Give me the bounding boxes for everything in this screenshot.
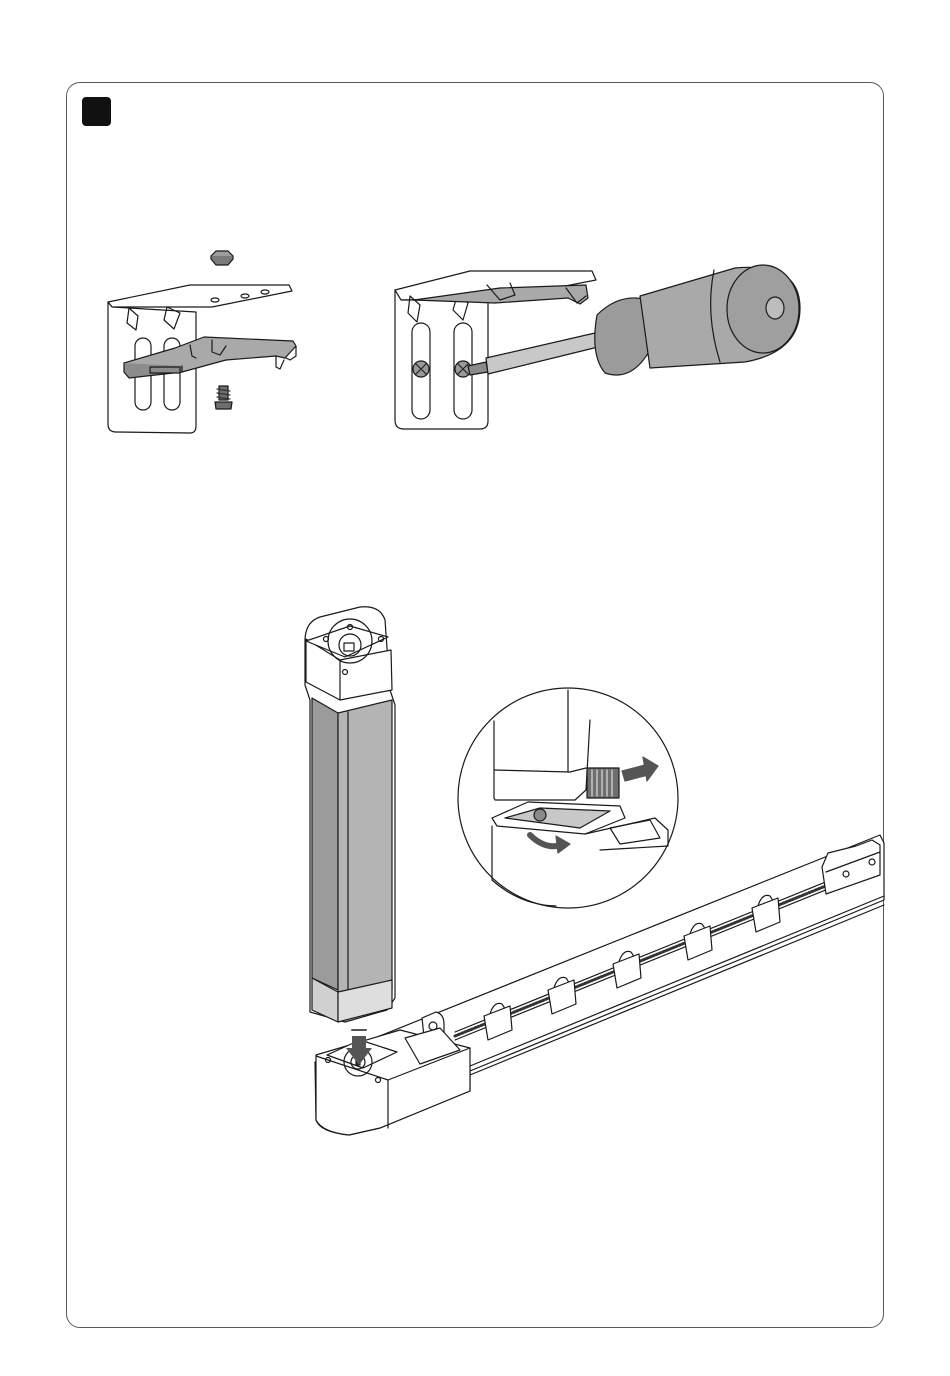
screw-icon [215, 386, 232, 409]
motor-mounting-panel [305, 607, 884, 1135]
bracket-assembly-panel [108, 251, 296, 433]
zoom-detail [458, 688, 678, 908]
motor-icon [305, 607, 395, 1022]
hex-nut-icon [211, 251, 233, 265]
bracket-tightening-panel [395, 265, 800, 429]
